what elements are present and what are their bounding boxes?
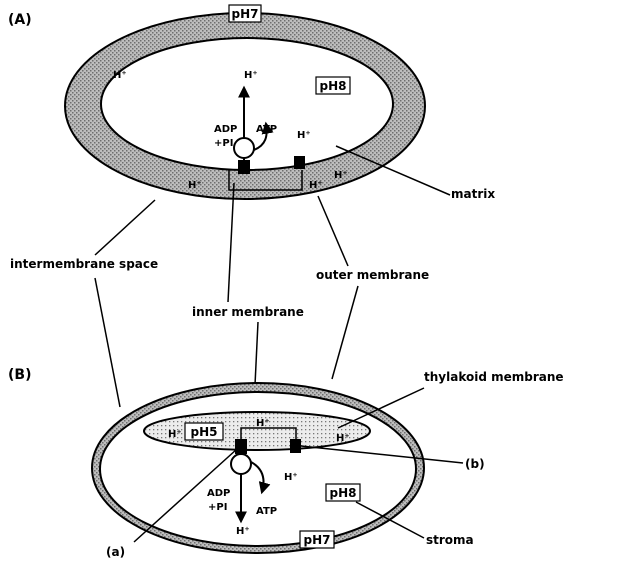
stroma-ph: pH8 — [330, 486, 357, 500]
chloro-atp: ATP — [256, 506, 277, 517]
lumen-proton-left: H⁺ — [168, 429, 182, 440]
mito-adp: ADP — [214, 124, 237, 135]
panel-a-letter: (A) — [8, 12, 32, 28]
mito-pump-proton: H⁺ — [297, 130, 311, 141]
label-b: (b) — [465, 457, 485, 471]
inner-membrane-pointer-b — [255, 322, 258, 385]
chloro-atp-synthase-head — [231, 454, 251, 474]
chloro-pump-proton: H⁺ — [284, 472, 298, 483]
mito-atp: ATP — [256, 124, 277, 135]
chloro-atp-synthase-base — [235, 439, 247, 454]
mito-matrix-proton-top: H⁺ — [244, 70, 258, 81]
mito-ims-proton: H⁺ — [113, 70, 127, 81]
intermembrane-space-label: intermembrane space — [10, 257, 158, 271]
thylakoid-lumen-ph: pH5 — [191, 425, 218, 439]
chloro-stroma-proton: H⁺ — [236, 526, 250, 537]
stroma-label: stroma — [426, 533, 474, 547]
inner-membrane-label: inner membrane — [192, 305, 304, 319]
mito-atp-synthase-base — [238, 160, 250, 174]
ims-pointer-a — [95, 200, 155, 255]
cytosol-ph: pH7 — [304, 533, 331, 547]
chloro-proton-pump — [290, 439, 301, 453]
mito-ims-ph: pH7 — [232, 7, 259, 21]
outer-membrane-label: outer membrane — [316, 268, 429, 282]
mito-atp-synthase-head — [234, 138, 254, 158]
ims-pointer-b — [95, 278, 120, 407]
outer-membrane-pointer-a — [318, 196, 348, 266]
thylakoid-membrane-label: thylakoid membrane — [424, 370, 564, 384]
mito-pi: +PI — [214, 138, 233, 149]
outer-membrane-pointer-b — [332, 286, 358, 379]
matrix-label: matrix — [451, 187, 495, 201]
panel-b-letter: (B) — [8, 367, 31, 383]
mito-matrix-ph: pH8 — [320, 79, 347, 93]
mito-ims-proton-lower-right: H⁺ — [309, 180, 323, 191]
chloro-pi: +PI — [208, 502, 227, 513]
mito-matrix-proton-right: H⁺ — [334, 170, 348, 181]
label-a: (a) — [106, 545, 125, 559]
chloro-adp: ADP — [207, 488, 230, 499]
mito-proton-pump — [294, 156, 305, 169]
inner-membrane-pointer-a — [228, 183, 234, 302]
lumen-proton-right: H⁺ — [336, 433, 350, 444]
mito-ims-proton-lower-left: H⁺ — [188, 180, 202, 191]
